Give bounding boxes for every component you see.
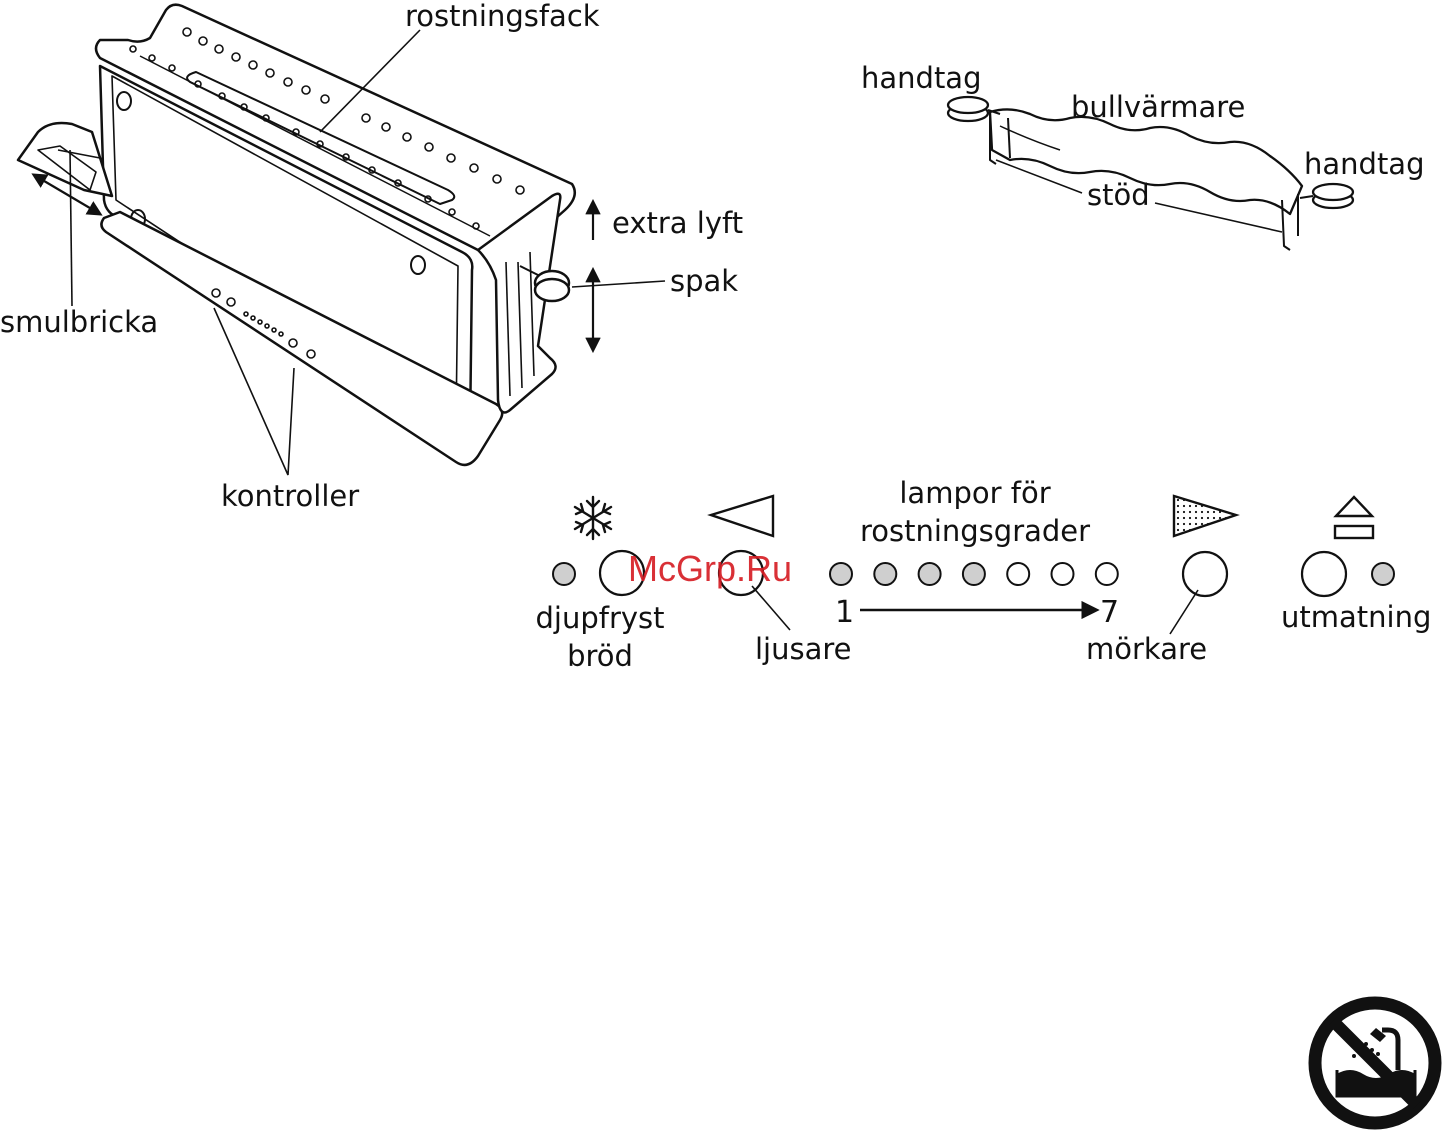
label-defrost-line2: bröd (567, 639, 633, 673)
browning-lamp-4 (963, 563, 985, 585)
label-support: stöd (1087, 178, 1150, 212)
label-defrost-line1: djupfryst (535, 601, 664, 635)
label-controls: kontroller (221, 479, 359, 513)
browning-lamp-2 (874, 563, 896, 585)
browning-lamp-5 (1007, 563, 1029, 585)
watermark: McGrp.Ru (628, 548, 792, 589)
label-lamps-line1: lampor för (899, 476, 1050, 510)
triangle-left-icon (711, 496, 773, 536)
no-water-immersion-icon (1315, 1003, 1435, 1123)
label-crumb-tray: smulbricka (0, 305, 158, 339)
browning-lamp-6 (1052, 563, 1074, 585)
scale-start: 1 (835, 595, 854, 630)
defrost-lamp (553, 563, 575, 585)
label-lamps-line2: rostningsgrader (860, 514, 1090, 548)
label-extra-lift: extra lyft (612, 206, 743, 240)
label-lighter: ljusare (755, 632, 852, 666)
eject-icon (1335, 497, 1373, 538)
label-lever: spak (670, 264, 738, 298)
scale-end: 7 (1100, 595, 1119, 630)
crumb-tray[interactable] (18, 123, 112, 196)
browning-lamp-7 (1096, 563, 1118, 585)
label-darker: mörkare (1086, 632, 1207, 666)
label-toasting-slot: rostningsfack (405, 0, 600, 33)
browning-lamp-3 (919, 563, 941, 585)
label-handle-left: handtag (861, 61, 982, 95)
browning-lamp-1 (830, 563, 852, 585)
label-eject: utmatning (1281, 600, 1431, 634)
handle-right[interactable] (1300, 184, 1353, 208)
eject-button[interactable] (1302, 552, 1346, 596)
toaster-illustration (18, 5, 575, 465)
darker-button[interactable] (1183, 552, 1227, 596)
snowflake-icon (575, 497, 611, 539)
browning-indicator-lamps (830, 563, 1118, 585)
eject-lamp (1372, 563, 1394, 585)
shaded-triangle-right-icon (1174, 496, 1236, 536)
label-handle-right: handtag (1304, 147, 1425, 181)
label-bun-warmer: bullvärmare (1071, 90, 1245, 124)
